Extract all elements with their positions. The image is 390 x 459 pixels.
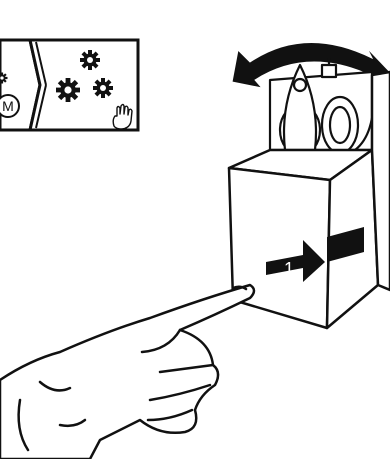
step-1-label: 1 [284, 259, 294, 279]
gear-icon [80, 50, 100, 70]
motor-symbol: M [2, 98, 14, 114]
gear-icon [56, 78, 80, 102]
mode-panel: M [0, 38, 140, 132]
release-tab [327, 227, 364, 262]
pointing-hand [0, 283, 256, 459]
housing-front [227, 166, 332, 330]
valve-mechanism [268, 58, 374, 157]
arrow-right-icon: 1 [266, 227, 364, 282]
mode-panel-divider-lower [35, 84, 47, 129]
motor-icon: M [0, 94, 20, 118]
push-arrow [266, 240, 325, 282]
step-2-label: 2 [303, 20, 313, 40]
mode-panel-auto-section [28, 38, 140, 132]
housing-back-side [370, 70, 390, 292]
mode-panel-divider [35, 41, 47, 86]
hand-icon [112, 103, 133, 130]
gear-icon [93, 78, 113, 98]
